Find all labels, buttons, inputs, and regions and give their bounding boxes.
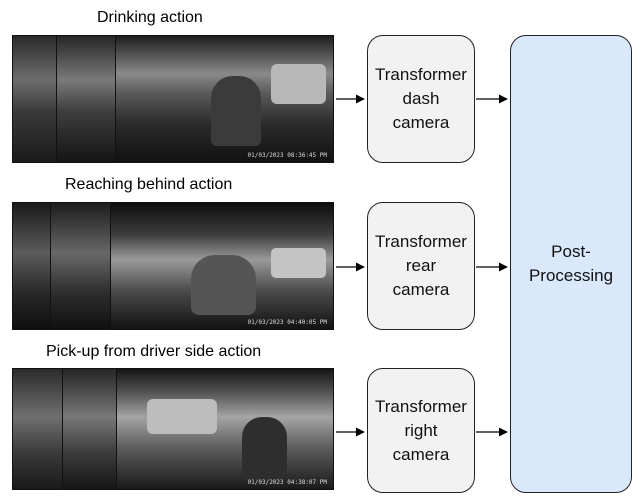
- driver-silhouette: [211, 76, 261, 146]
- model-line-3: camera: [392, 444, 450, 464]
- post-line-2: Processing: [528, 266, 614, 285]
- model-line-2: right: [404, 420, 438, 440]
- transformer-dash-camera-box: Transformer dash camera: [367, 35, 475, 163]
- model-line-3: camera: [392, 280, 450, 299]
- driver-silhouette: [242, 417, 287, 479]
- window-view: [147, 399, 217, 434]
- transformer-right-camera-box: Transformer right camera: [367, 368, 475, 493]
- post-line-1: Post-: [551, 242, 591, 261]
- clip-label-reaching: Reaching behind action: [65, 176, 233, 193]
- window-view: [271, 64, 326, 104]
- timestamp: 01/03/2023 08:36:45 PM: [247, 152, 327, 159]
- rear-camera-frames: 01/03/2023 04:40:05 PM: [12, 202, 334, 330]
- driver-silhouette: [191, 255, 256, 315]
- clip-label-drinking: Drinking action: [97, 9, 203, 26]
- model-line-1: Transformer: [375, 232, 467, 251]
- clip-label-pickup: Pick-up from driver side action: [46, 343, 262, 360]
- post-processing-box: Post- Processing: [510, 35, 632, 493]
- model-line-2: dash: [402, 89, 440, 108]
- model-line-3: camera: [392, 113, 450, 132]
- dash-camera-frames: 01/03/2023 08:36:45 PM: [12, 35, 334, 163]
- timestamp: 01/03/2023 04:40:05 PM: [247, 319, 327, 326]
- model-line-2: rear: [405, 256, 437, 275]
- timestamp: 01/03/2023 04:38:07 PM: [247, 479, 327, 486]
- frame-front: 01/03/2023 04:38:07 PM: [116, 368, 334, 490]
- model-line-1: Transformer: [375, 396, 467, 416]
- frame-front: 01/03/2023 08:36:45 PM: [115, 35, 334, 163]
- frame-front: 01/03/2023 04:40:05 PM: [110, 202, 334, 330]
- right-camera-frames: 01/03/2023 04:38:07 PM: [12, 368, 334, 490]
- model-line-1: Transformer: [375, 65, 467, 84]
- window-view: [271, 248, 326, 278]
- transformer-rear-camera-box: Transformer rear camera: [367, 202, 475, 330]
